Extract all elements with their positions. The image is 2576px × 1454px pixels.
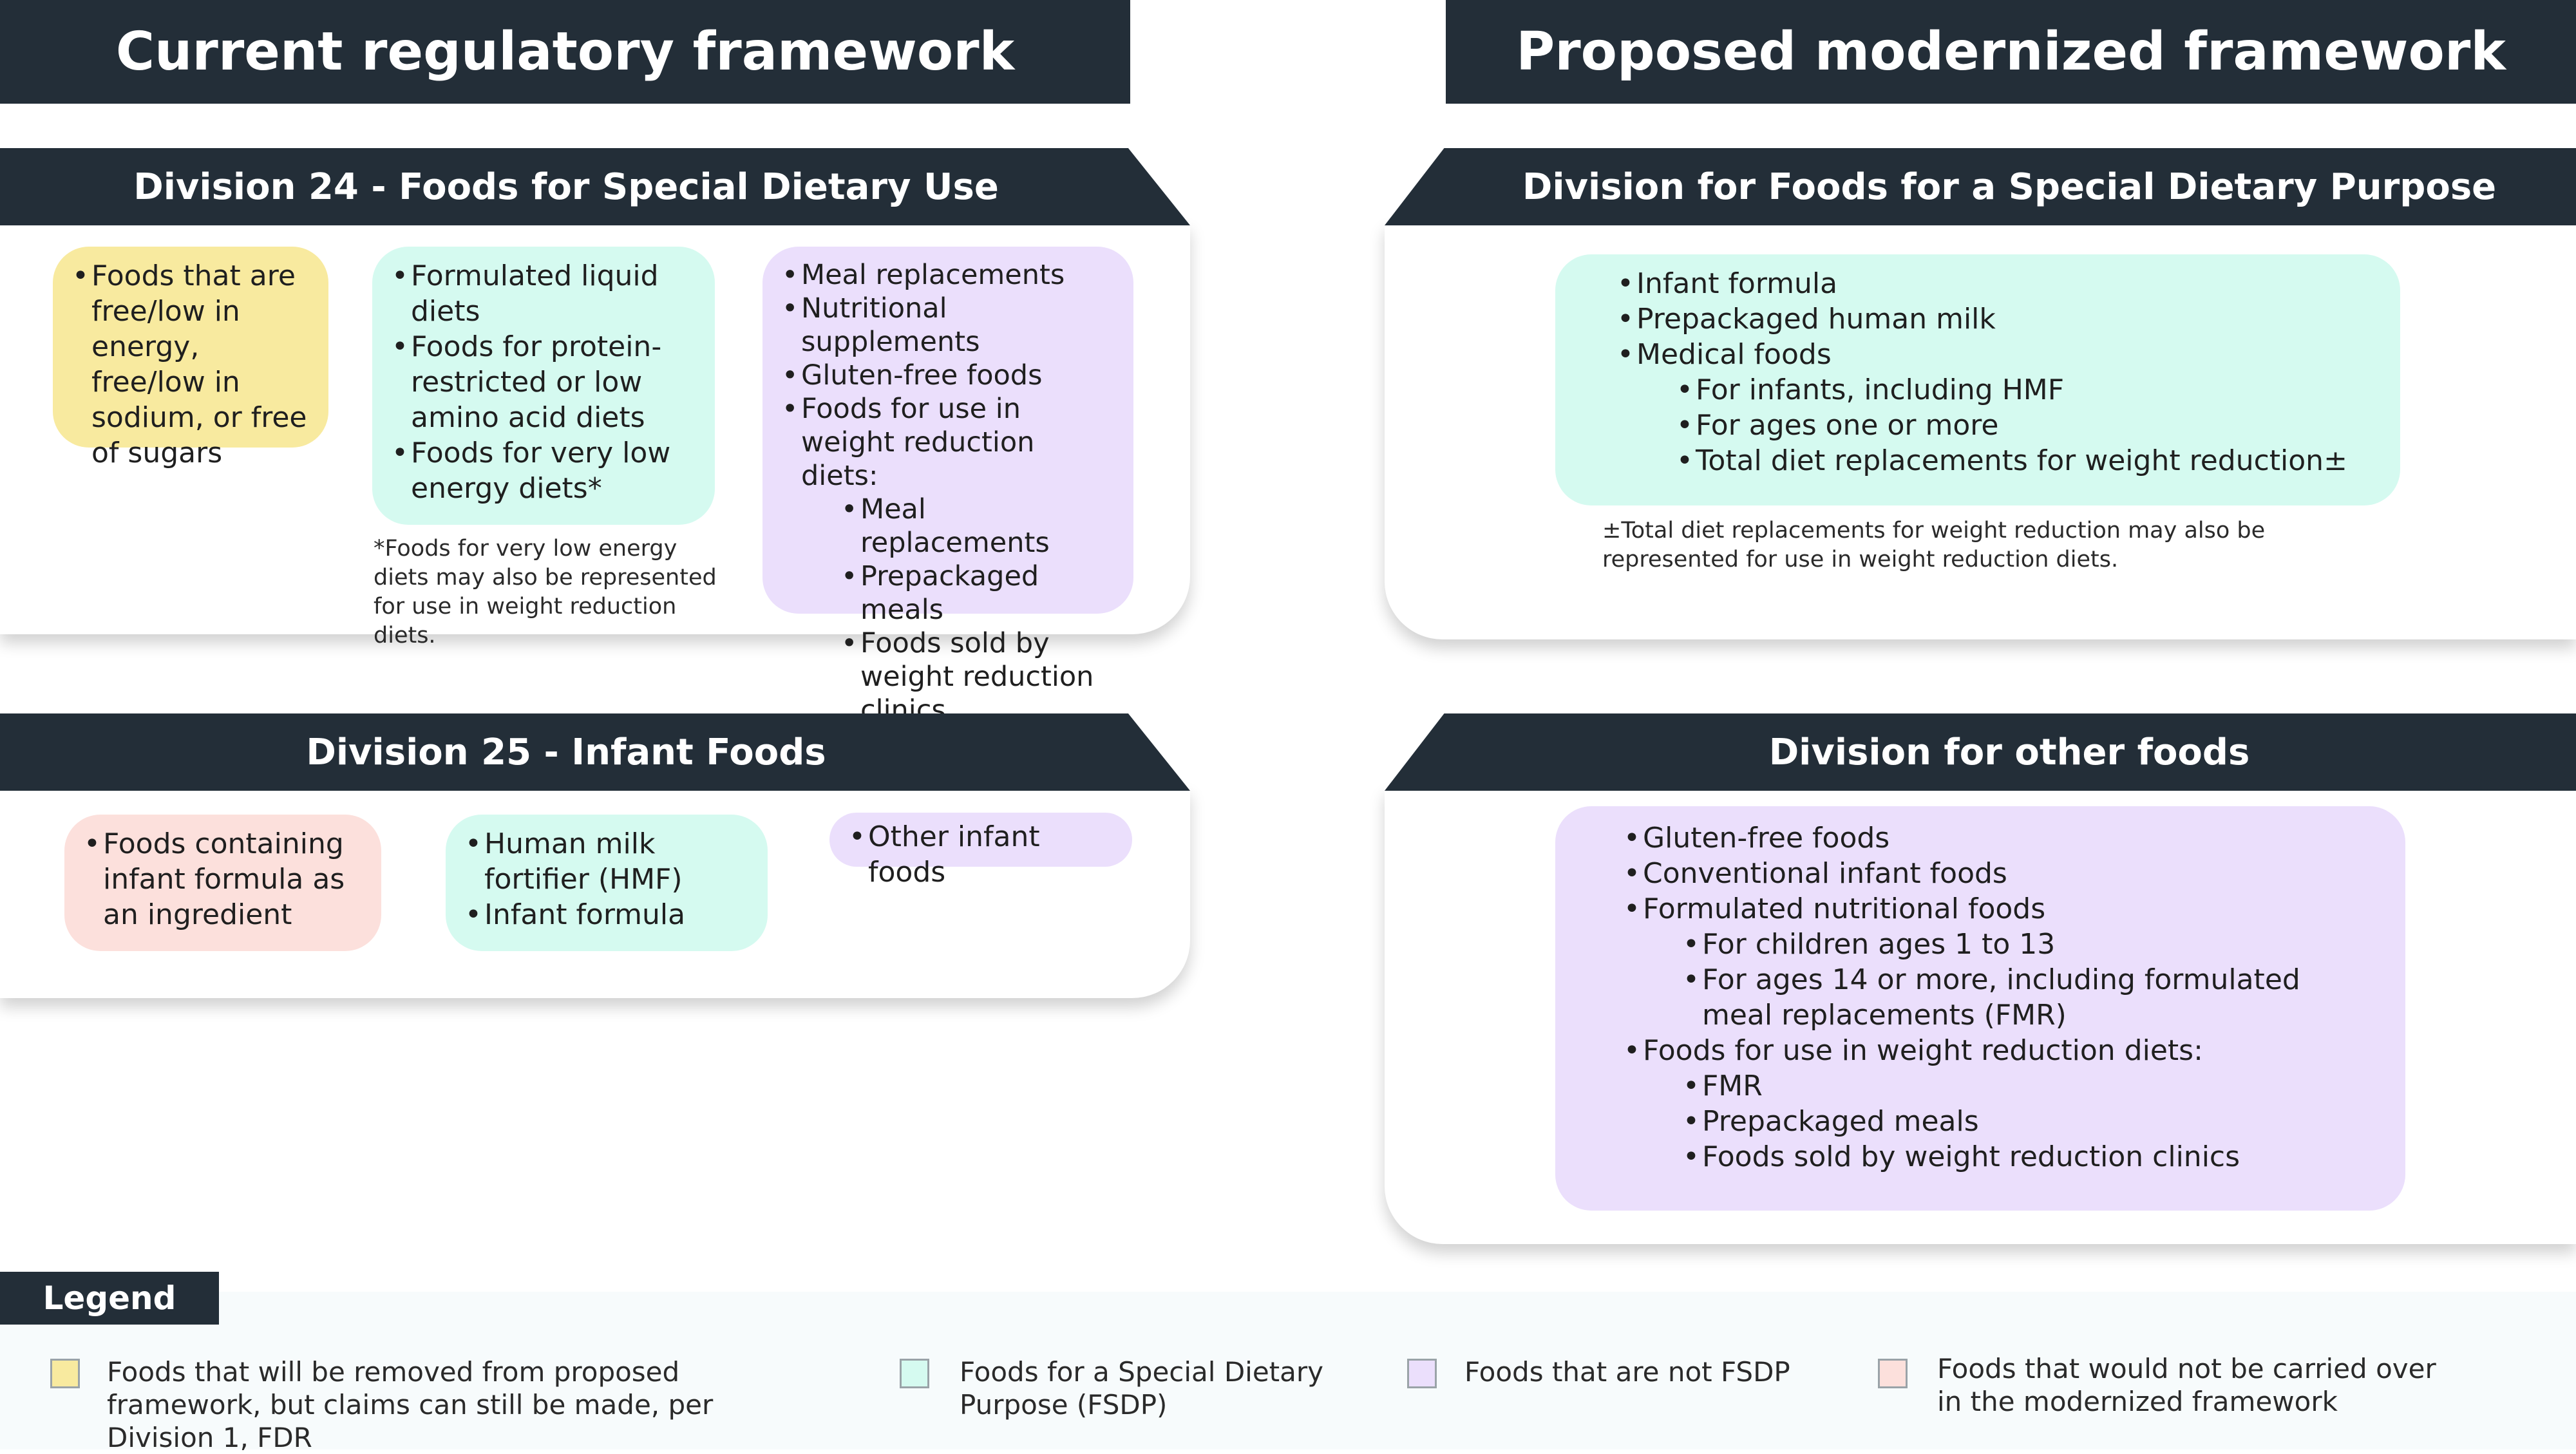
list-sub-item: For children ages 1 to 13 bbox=[1683, 927, 2367, 962]
division-25-purple-box: Other infant foods bbox=[829, 813, 1132, 889]
list-item: Meal replacements bbox=[782, 258, 1114, 292]
legend-text-not-fsdp: Foods that are not FSDP bbox=[1464, 1356, 1790, 1388]
division-24-teal-box: Formulated liquid diets Foods for protei… bbox=[372, 247, 715, 525]
list-item: Foods that are free/low in energy, free/… bbox=[72, 258, 309, 471]
division-24-yellow-list: Foods that are free/low in energy, free/… bbox=[72, 258, 309, 471]
division-25-header: Division 25 - Infant Foods bbox=[0, 713, 1190, 791]
fsdp-teal-list: Infant formula Prepackaged human milk Me… bbox=[1617, 266, 2362, 478]
legend-text-not-carried: Foods that would not be carried over in … bbox=[1937, 1353, 2436, 1417]
list-sub-item: Total diet replacements for weight reduc… bbox=[1676, 443, 2362, 478]
legend-text-removed: Foods that will be removed from proposed… bbox=[107, 1356, 714, 1453]
division-25-teal-list: Human milk fortifier (HMF) Infant formul… bbox=[465, 826, 748, 932]
list-item: Infant formula bbox=[465, 897, 748, 932]
other-foods-header: Division for other foods bbox=[1385, 713, 2576, 791]
division-25-header-text: Division 25 - Infant Foods bbox=[306, 731, 826, 773]
list-item: Foods for use in weight reduction diets: bbox=[1624, 1033, 2367, 1068]
division-25-purple-list: Other infant foods bbox=[849, 819, 1113, 890]
other-foods-purple-box: Gluten-free foods Conventional infant fo… bbox=[1555, 806, 2405, 1211]
list-item: Medical foods bbox=[1617, 337, 2362, 372]
division-24-purple-list: Meal replacements Nutritional supplement… bbox=[782, 258, 1114, 727]
division-25-pink-box: Foods containing infant formula as an in… bbox=[64, 815, 381, 951]
list-sub-item: For infants, including HMF bbox=[1676, 372, 2362, 408]
list-sub-item: For ages one or more bbox=[1676, 408, 2362, 443]
current-framework-title-text: Current regulatory framework bbox=[115, 21, 1015, 82]
fsdp-header-text: Division for Foods for a Special Dietary… bbox=[1522, 165, 2497, 208]
list-item: Infant formula bbox=[1617, 266, 2362, 301]
list-item: Foods for very low energy diets* bbox=[392, 435, 696, 506]
other-foods-purple-list: Gluten-free foods Conventional infant fo… bbox=[1624, 820, 2367, 1175]
list-item: Gluten-free foods bbox=[1624, 820, 2367, 856]
proposed-framework-title: Proposed modernized framework bbox=[1446, 0, 2576, 104]
legend-swatch-pink bbox=[1878, 1359, 1908, 1388]
list-item: Nutritional supplements bbox=[782, 292, 1114, 359]
fsdp-teal-box: Infant formula Prepackaged human milk Me… bbox=[1555, 254, 2400, 505]
list-sub-item: Foods sold by weight reduction clinics bbox=[841, 627, 1114, 727]
fsdp-footnote: ±Total diet replacements for weight redu… bbox=[1602, 518, 2266, 572]
list-sub-item: Prepackaged meals bbox=[841, 560, 1114, 627]
fsdp-header: Division for Foods for a Special Dietary… bbox=[1385, 148, 2576, 225]
legend-title-text: Legend bbox=[43, 1279, 176, 1317]
list-item: Formulated liquid diets bbox=[392, 258, 696, 329]
legend-text-fsdp: Foods for a Special Dietary Purpose (FSD… bbox=[960, 1356, 1323, 1421]
division-24-header-text: Division 24 - Foods for Special Dietary … bbox=[133, 165, 999, 208]
list-sub-item: Meal replacements bbox=[841, 493, 1114, 560]
list-item: Prepackaged human milk bbox=[1617, 301, 2362, 337]
list-item: Foods for protein-restricted or low amin… bbox=[392, 329, 696, 435]
division-24-footnote: *Foods for very low energy diets may als… bbox=[374, 536, 717, 648]
division-24-header: Division 24 - Foods for Special Dietary … bbox=[0, 148, 1190, 225]
list-item: Foods containing infant formula as an in… bbox=[84, 826, 362, 932]
legend-swatch-purple bbox=[1407, 1359, 1437, 1388]
list-item: Formulated nutritional foods bbox=[1624, 891, 2367, 927]
division-25-teal-box: Human milk fortifier (HMF) Infant formul… bbox=[446, 815, 768, 951]
division-24-purple-box: Meal replacements Nutritional supplement… bbox=[762, 247, 1133, 726]
list-item: Human milk fortifier (HMF) bbox=[465, 826, 748, 897]
list-item: Conventional infant foods bbox=[1624, 856, 2367, 891]
division-24-teal-list: Formulated liquid diets Foods for protei… bbox=[392, 258, 696, 506]
division-25-pink-list: Foods containing infant formula as an in… bbox=[84, 826, 362, 932]
list-item: Other infant foods bbox=[849, 819, 1113, 890]
list-sub-item: Foods sold by weight reduction clinics bbox=[1683, 1139, 2367, 1175]
legend-swatch-teal bbox=[900, 1359, 929, 1388]
current-framework-title: Current regulatory framework bbox=[0, 0, 1130, 104]
legend-bar bbox=[0, 1292, 2576, 1449]
legend-swatch-yellow bbox=[50, 1359, 80, 1388]
list-sub-item: FMR bbox=[1683, 1068, 2367, 1104]
division-24-yellow-box: Foods that are free/low in energy, free/… bbox=[53, 247, 328, 469]
list-item: Foods for use in weight reduction diets: bbox=[782, 392, 1114, 493]
other-foods-header-text: Division for other foods bbox=[1768, 731, 2250, 773]
list-item: Gluten-free foods bbox=[782, 359, 1114, 392]
legend-title: Legend bbox=[0, 1272, 219, 1325]
proposed-framework-title-text: Proposed modernized framework bbox=[1516, 21, 2506, 82]
list-sub-item: For ages 14 or more, including formulate… bbox=[1683, 962, 2367, 1033]
list-sub-item: Prepackaged meals bbox=[1683, 1104, 2367, 1139]
